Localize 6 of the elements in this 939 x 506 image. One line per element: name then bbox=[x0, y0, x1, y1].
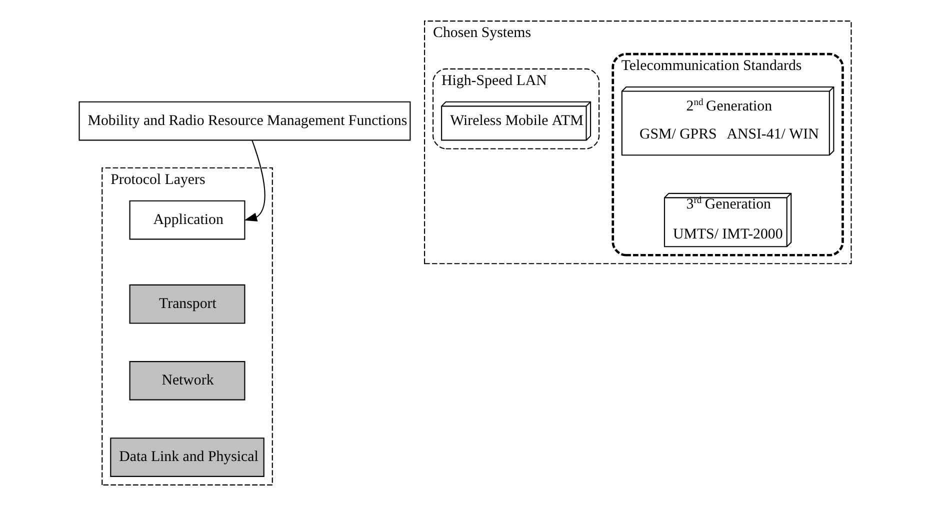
arrow bbox=[244, 140, 266, 222]
node-box: Transport bbox=[129, 284, 246, 324]
node-box: Network bbox=[129, 361, 246, 400]
node-box: Application bbox=[129, 200, 246, 240]
node-box: Mobility and Radio Resource Management Functions bbox=[78, 101, 411, 141]
node-box: Data Link and Physical bbox=[110, 438, 264, 477]
